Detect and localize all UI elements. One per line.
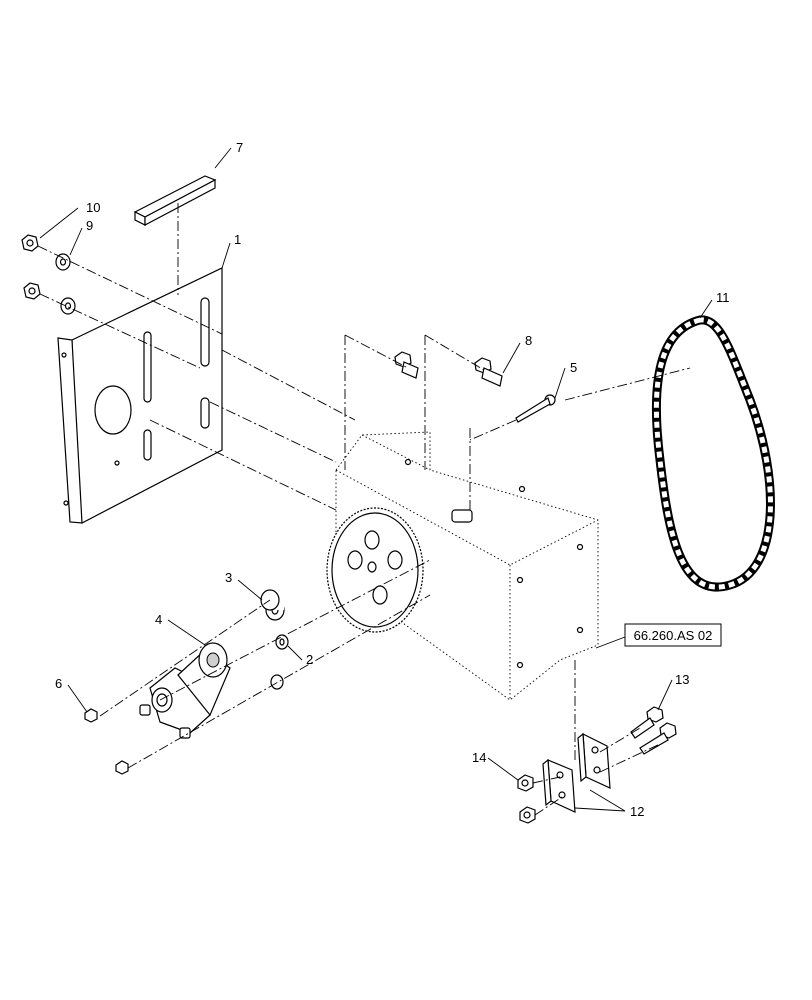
callout-7: 7 [236,140,243,155]
bolts-13 [630,706,677,755]
nuts-lower-left [84,708,129,775]
callout-labels: 7 1 10 9 11 8 5 3 2 4 6 13 14 12 [55,140,730,819]
callout-9: 9 [86,218,93,233]
callout-12: 12 [630,804,644,819]
callout-5: 5 [570,360,577,375]
callout-2: 2 [306,652,313,667]
callout-13: 13 [675,672,689,687]
drive-sprocket-gear [326,507,473,633]
reference-link-box[interactable]: 66.260.AS 02 [624,623,722,647]
bolts-top [394,351,556,423]
reference-link-text[interactable]: 66.260.AS 02 [634,628,713,643]
callout-4: 4 [155,612,162,627]
nut-washer-set-top [21,234,76,315]
callout-10: 10 [86,200,100,215]
spacer-and-bushing [260,589,289,690]
callout-3: 3 [225,570,232,585]
callout-14: 14 [472,750,486,765]
alignment-lines [37,203,691,816]
drive-motor [139,642,231,739]
clamp-blocks [542,732,611,813]
gearbox-housing [335,431,599,701]
callout-11: 11 [716,290,730,305]
roller-chain [651,315,775,592]
callout-6: 6 [55,676,62,691]
leader-lines [39,147,713,812]
callout-8: 8 [525,333,532,348]
mounting-plate [57,267,223,524]
nuts-14 [517,774,536,824]
channel-strip [133,175,217,226]
callout-1: 1 [234,232,241,247]
